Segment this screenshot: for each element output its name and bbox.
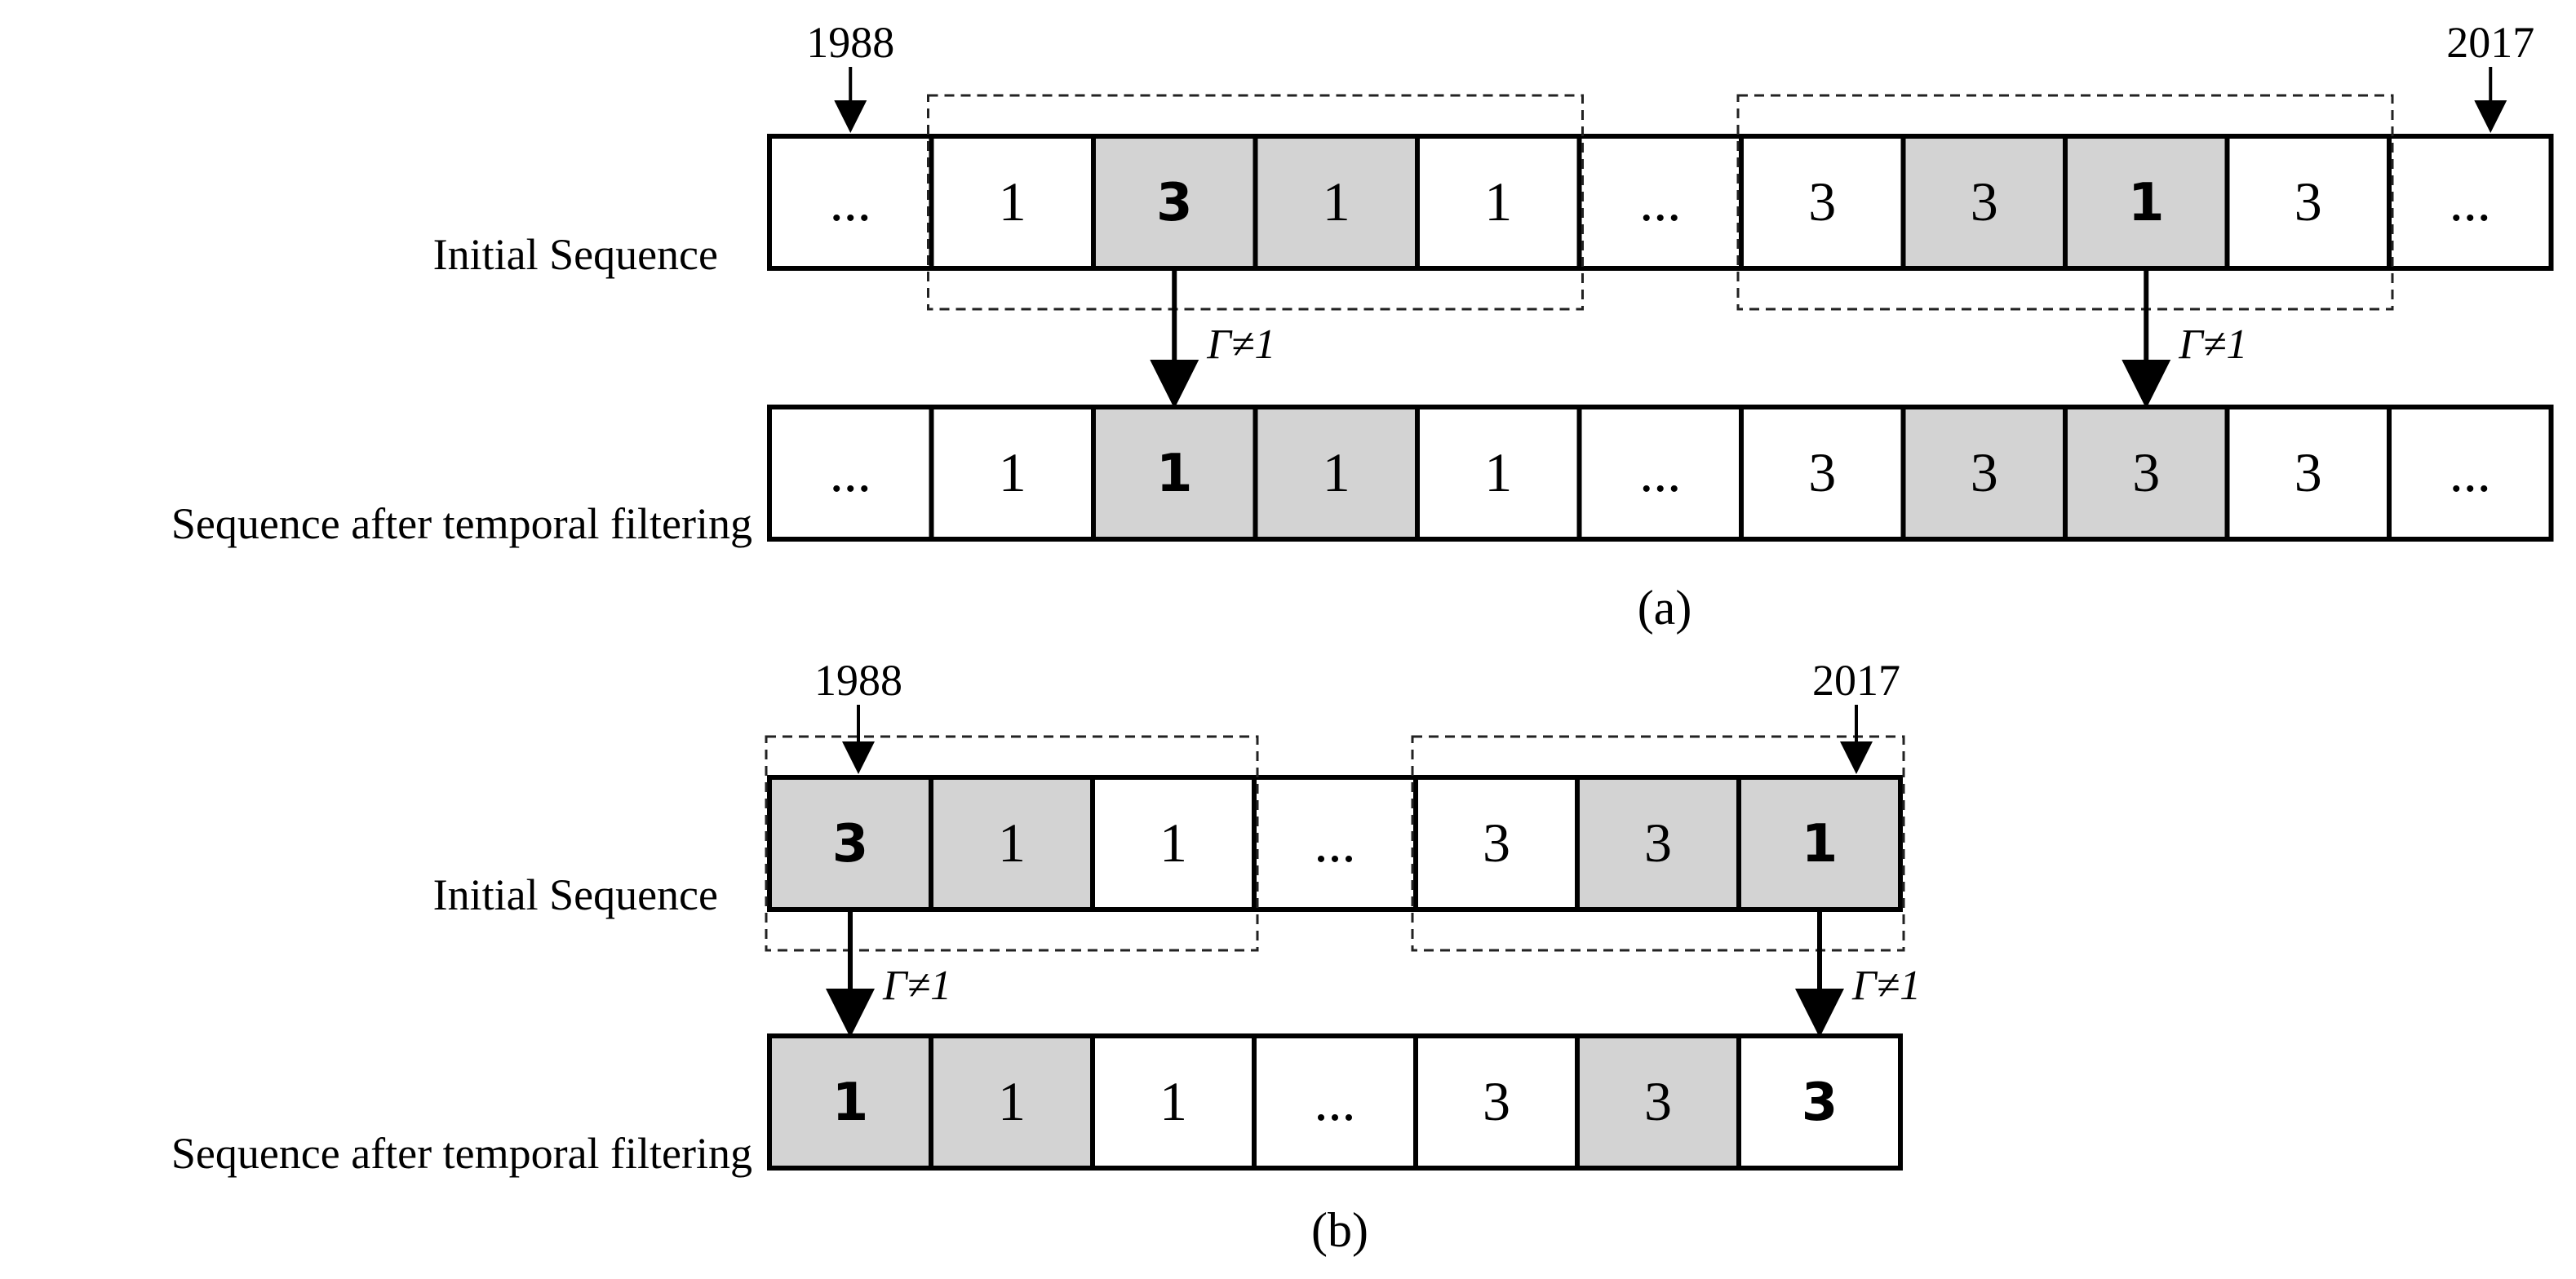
filtered-b-cell-3 <box>1252 1033 1418 1171</box>
filtered-a-value-5: ... <box>1639 441 1681 503</box>
initial-a-value-8: 1 <box>2128 173 2165 233</box>
initial-b-value-2: 1 <box>1159 812 1187 874</box>
initial-b-value-1: 1 <box>998 812 1026 874</box>
filtered-b-value-1: 1 <box>998 1070 1026 1132</box>
filtered-b-value-0: 1 <box>832 1073 869 1133</box>
filter-condition-b-1: Γ≠1 <box>1851 963 1921 1009</box>
initial-a-value-7: 3 <box>1971 170 1998 232</box>
initial-b-value-5: 3 <box>1644 812 1672 874</box>
filter-condition-a-1: Γ≠1 <box>2178 321 2247 368</box>
filtered-b-cell-0 <box>767 1033 933 1171</box>
filtered-a-value-10: ... <box>2450 441 2491 503</box>
initial-a-cell-0 <box>767 134 934 271</box>
window-box-b-1 <box>1411 735 1905 952</box>
filtered-b-value-4: 3 <box>1483 1070 1510 1132</box>
filtered-a-cell-10 <box>2387 405 2554 542</box>
initial-label-a: Initial Sequence <box>433 230 718 279</box>
filtered-a-value-9: 3 <box>2294 441 2322 503</box>
initial-a-value-6: 3 <box>1808 170 1836 232</box>
initial-a-value-0: ... <box>830 170 871 232</box>
initial-b-value-3: ... <box>1315 812 1356 874</box>
filtered-a-cell-9 <box>2224 405 2392 542</box>
filtered-b-cell-5 <box>1575 1033 1741 1171</box>
filtered-label-a: Sequence after temporal filtering <box>171 499 752 548</box>
caption-a: (a) <box>1638 581 1692 635</box>
filter-condition-b-0: Γ≠1 <box>882 963 951 1009</box>
filtered-a-value-2: 1 <box>1156 444 1193 504</box>
initial-b-value-6: 1 <box>1802 814 1838 874</box>
filtered-b-value-3: ... <box>1315 1070 1356 1132</box>
initial-a-cell-7 <box>1900 134 2068 271</box>
filtered-a-value-8: 3 <box>2132 441 2160 503</box>
initial-a-value-2: 3 <box>1156 173 1193 233</box>
initial-a-cell-8 <box>2063 134 2230 271</box>
window-box-a-1 <box>1736 94 2394 311</box>
filtered-a-cell-1 <box>929 405 1096 542</box>
filtered-b-cell-4 <box>1413 1033 1580 1171</box>
window-box-b-0 <box>765 735 1259 952</box>
initial-b-cell-5 <box>1575 775 1741 912</box>
end-year-a: 2017 <box>2446 18 2534 67</box>
filtered-a-cell-2 <box>1091 405 1258 542</box>
initial-a-cell-3 <box>1253 134 1420 271</box>
initial-b-cell-3 <box>1252 775 1418 912</box>
filtered-b-value-5: 3 <box>1644 1070 1672 1132</box>
filtered-a-value-0: ... <box>830 441 871 503</box>
filtered-b-value-6: 3 <box>1802 1073 1838 1133</box>
filtered-a-value-1: 1 <box>999 441 1026 503</box>
filtered-b-cell-2 <box>1090 1033 1257 1171</box>
initial-b-cell-6 <box>1736 775 1903 912</box>
filter-condition-a-0: Γ≠1 <box>1206 321 1275 368</box>
filtered-a-value-3: 1 <box>1323 441 1350 503</box>
initial-a-cell-1 <box>929 134 1096 271</box>
caption-b: (b) <box>1311 1203 1368 1257</box>
initial-a-cell-4 <box>1415 134 1582 271</box>
initial-a-cell-9 <box>2224 134 2392 271</box>
initial-a-value-1: 1 <box>999 170 1026 232</box>
filtered-b-cell-6 <box>1736 1033 1903 1171</box>
initial-a-value-10: ... <box>2450 170 2491 232</box>
initial-a-value-9: 3 <box>2294 170 2322 232</box>
initial-b-cell-4 <box>1413 775 1580 912</box>
window-box-a-0 <box>927 94 1584 311</box>
filtered-a-cell-3 <box>1253 405 1420 542</box>
initial-b-cell-1 <box>929 775 1095 912</box>
initial-a-value-4: 1 <box>1484 170 1512 232</box>
initial-a-value-5: ... <box>1639 170 1681 232</box>
filtered-a-cell-6 <box>1739 405 1906 542</box>
filtered-a-value-6: 3 <box>1808 441 1836 503</box>
initial-a-cell-10 <box>2387 134 2554 271</box>
filtered-a-cell-7 <box>1900 405 2068 542</box>
filtered-a-value-7: 3 <box>1971 441 1998 503</box>
start-year-b: 1988 <box>814 656 902 705</box>
initial-a-cell-5 <box>1576 134 1744 271</box>
initial-b-value-4: 3 <box>1483 812 1510 874</box>
end-year-b: 2017 <box>1812 656 1900 705</box>
initial-b-value-0: 3 <box>832 814 869 874</box>
initial-a-value-3: 1 <box>1323 170 1350 232</box>
filtered-label-b: Sequence after temporal filtering <box>171 1129 752 1178</box>
filtered-a-value-4: 1 <box>1484 441 1512 503</box>
initial-label-b: Initial Sequence <box>433 870 718 919</box>
filtered-a-cell-5 <box>1576 405 1744 542</box>
filtered-b-value-2: 1 <box>1159 1070 1187 1132</box>
start-year-a: 1988 <box>806 18 894 67</box>
